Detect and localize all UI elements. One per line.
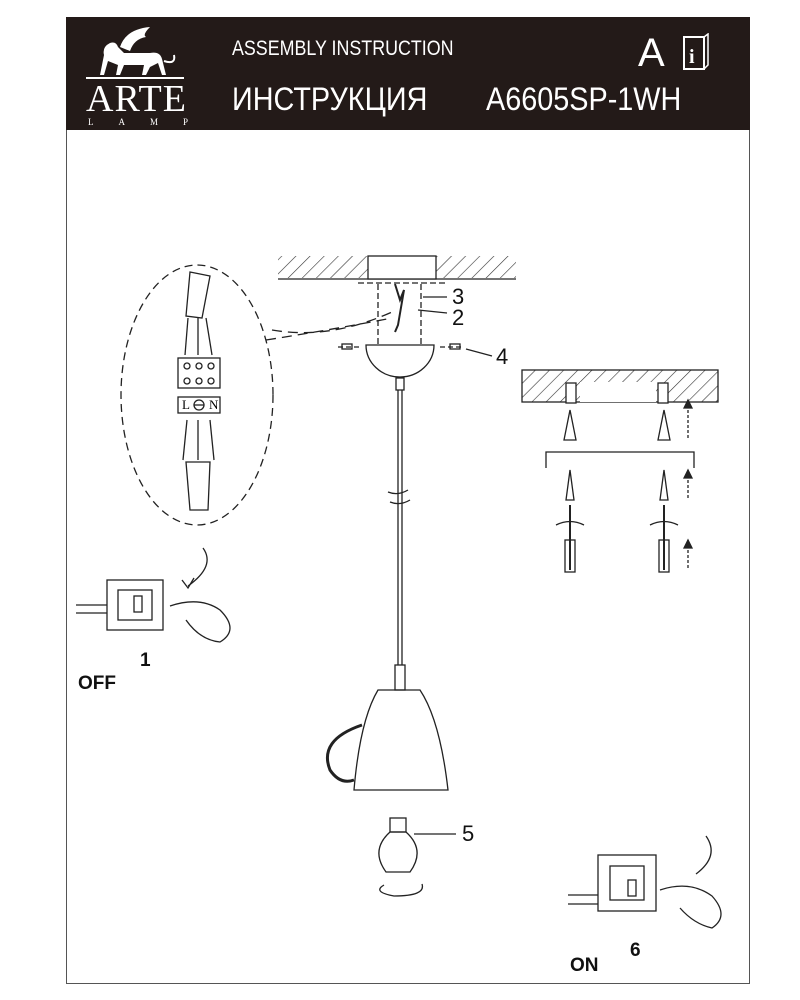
lion-logo-icon	[100, 27, 176, 75]
terminal-live-label: L	[182, 397, 190, 412]
title-english: ASSEMBLY INSTRUCTION	[232, 37, 454, 60]
category-letter: A	[638, 31, 665, 75]
suspension-cord	[387, 377, 411, 691]
shade-cord-loop	[325, 723, 363, 783]
canopy	[365, 344, 435, 378]
title-russian: ИНСТРУКЦИЯ	[232, 81, 428, 117]
brand-subtitle: LAMP	[88, 117, 214, 127]
mounting-bracket	[358, 282, 446, 345]
logo-divider	[86, 77, 184, 79]
lamp-shade	[353, 689, 449, 791]
switch-on-label: ON	[570, 955, 599, 976]
ceiling-mount-detail	[521, 369, 719, 573]
canopy-screws	[338, 343, 462, 350]
ceiling	[278, 255, 516, 280]
wall-switch-on	[568, 835, 722, 929]
terminal-neutral-label: N	[209, 397, 219, 412]
header-banner: ARTE LAMP ASSEMBLY INSTRUCTION ИНСТРУКЦИ…	[66, 17, 750, 130]
callout-2: 2	[452, 305, 465, 330]
light-bulb	[378, 817, 456, 897]
step-6-label: 6	[630, 940, 641, 961]
callout-4: 4	[496, 344, 509, 369]
safety-hook	[394, 283, 405, 333]
step-1-label: 1	[140, 650, 151, 671]
model-number: A6605SP-1WH	[486, 81, 682, 117]
detail-bubble	[120, 264, 274, 526]
svg-text:i: i	[689, 46, 695, 68]
callout-3: 3	[452, 284, 465, 309]
callout-5: 5	[462, 821, 475, 846]
info-booklet-icon: i	[683, 33, 709, 70]
switch-off-label: OFF	[78, 673, 116, 694]
brand-name: ARTE	[86, 78, 187, 120]
wall-switch-off	[76, 547, 231, 643]
terminal-block	[177, 271, 221, 511]
